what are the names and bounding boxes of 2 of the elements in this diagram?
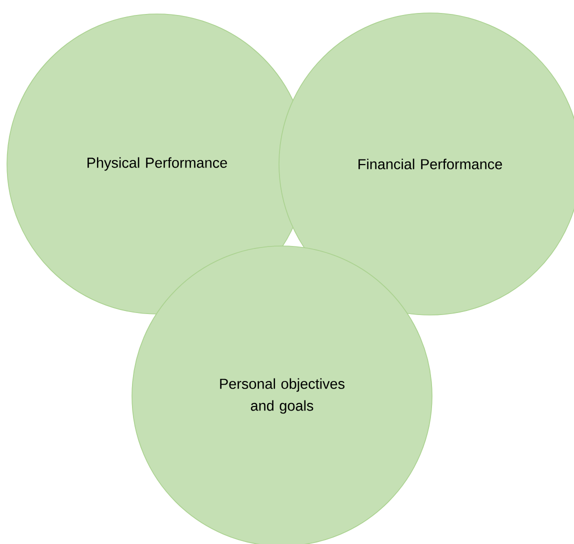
- node-label: Financial Performance: [358, 158, 502, 170]
- node-label: Personal objectives and goals: [220, 378, 344, 414]
